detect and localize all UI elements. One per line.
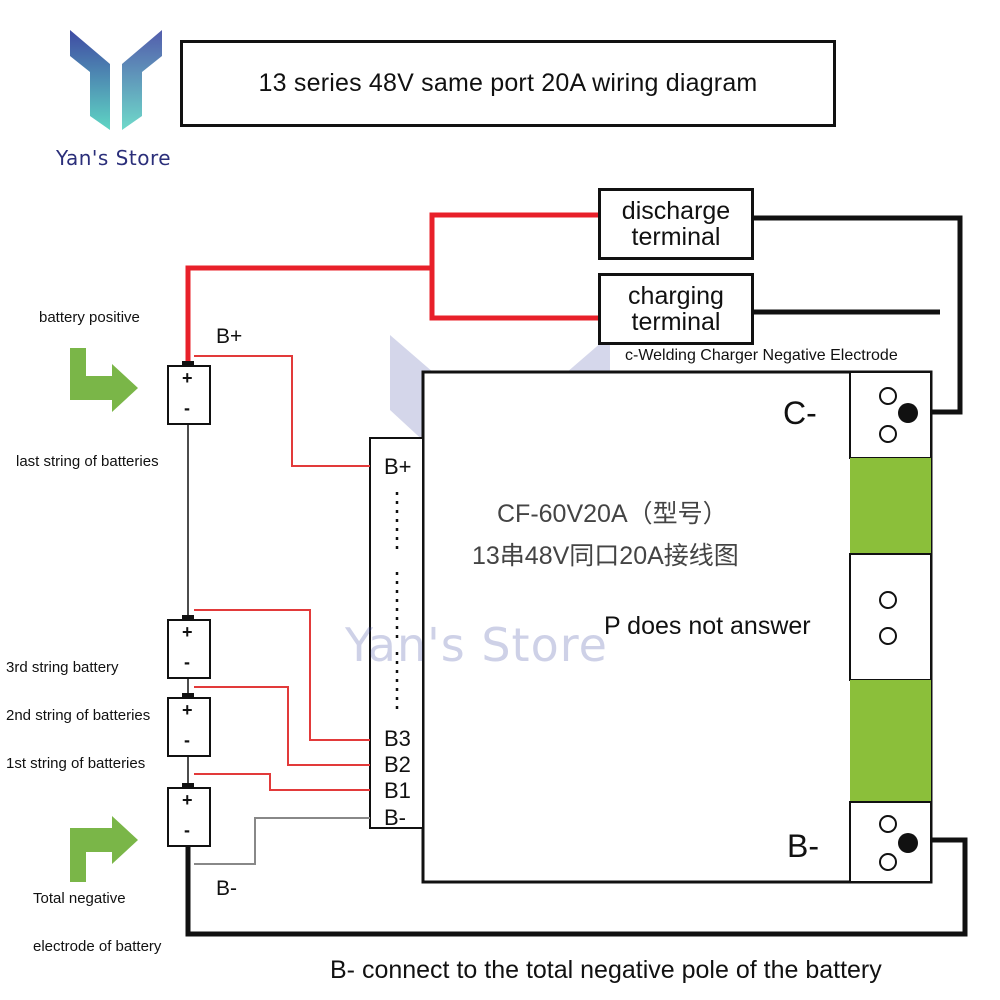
black-total-negative-wire xyxy=(185,837,968,937)
pin-b-plus: B+ xyxy=(384,454,412,479)
discharge-terminal-box: discharge terminal xyxy=(598,188,754,260)
board-p-note: P does not answer xyxy=(604,612,811,640)
wire-b-minus xyxy=(194,817,370,865)
protection-board xyxy=(421,370,933,884)
battery-cell-last xyxy=(167,365,211,425)
bottom-note: B- connect to the total negative pole of… xyxy=(330,956,882,984)
cell-2-plus: + xyxy=(182,700,193,720)
battery-cell-3 xyxy=(167,619,211,679)
label-second-string: 2nd string of batteries xyxy=(6,707,151,724)
cell-1-plus: + xyxy=(182,790,193,810)
pin-b1: B1 xyxy=(384,778,411,803)
red-positive-wire xyxy=(185,212,600,366)
charger-negative-note: c-Welding Charger Negative Electrode xyxy=(625,347,898,364)
board-b-minus: B- xyxy=(787,828,819,864)
battery-cell-2 xyxy=(167,697,211,757)
pin-b2: B2 xyxy=(384,752,411,777)
discharge-terminal-label: discharge terminal xyxy=(621,197,731,251)
pin-b3: B3 xyxy=(384,726,411,751)
label-total-negative-1: Total negative xyxy=(33,890,126,907)
cell-1-minus: - xyxy=(184,820,190,840)
label-first-string: 1st string of batteries xyxy=(6,755,146,772)
cell-2-minus: - xyxy=(184,730,190,750)
tag-b-plus: B+ xyxy=(216,325,243,348)
cell-last-minus: - xyxy=(184,398,190,418)
cell-last-plus: + xyxy=(182,368,193,388)
diagram-title: 13 series 48V same port 20A wiring diagr… xyxy=(180,40,836,127)
wire-b3 xyxy=(194,609,370,741)
label-third-string: 3rd string battery xyxy=(6,659,119,676)
battery-cell-1 xyxy=(167,787,211,847)
black-discharge-negative-wire xyxy=(752,215,963,415)
watermark-text: Yan's Store xyxy=(345,618,608,672)
arrow-down-right-icon xyxy=(70,348,138,412)
wire-b2 xyxy=(194,686,370,766)
wire-b-plus xyxy=(194,355,370,467)
green-pad-upper xyxy=(850,458,931,554)
label-battery-positive: battery positive xyxy=(39,309,140,326)
label-total-negative-2: electrode of battery xyxy=(33,938,162,955)
arrow-up-right-icon xyxy=(70,816,138,882)
board-c-minus: C- xyxy=(783,395,817,431)
cell-3-plus: + xyxy=(182,622,193,642)
cell-3-minus: - xyxy=(184,652,190,672)
charging-terminal-box: charging terminal xyxy=(598,273,754,345)
pin-b-minus: B- xyxy=(384,805,406,830)
board-model-line1: CF-60V20A（型号） xyxy=(497,500,728,528)
charging-terminal-label: charging terminal xyxy=(628,282,724,336)
store-name: Yan's Store xyxy=(56,146,172,170)
label-last-string: last string of batteries xyxy=(16,453,159,470)
board-model-line2: 13串48V同口20A接线图 xyxy=(472,542,739,570)
store-logo-icon xyxy=(70,30,162,130)
tag-b-minus: B- xyxy=(216,877,237,900)
green-pad-lower xyxy=(850,680,931,802)
wire-b1 xyxy=(194,773,370,791)
